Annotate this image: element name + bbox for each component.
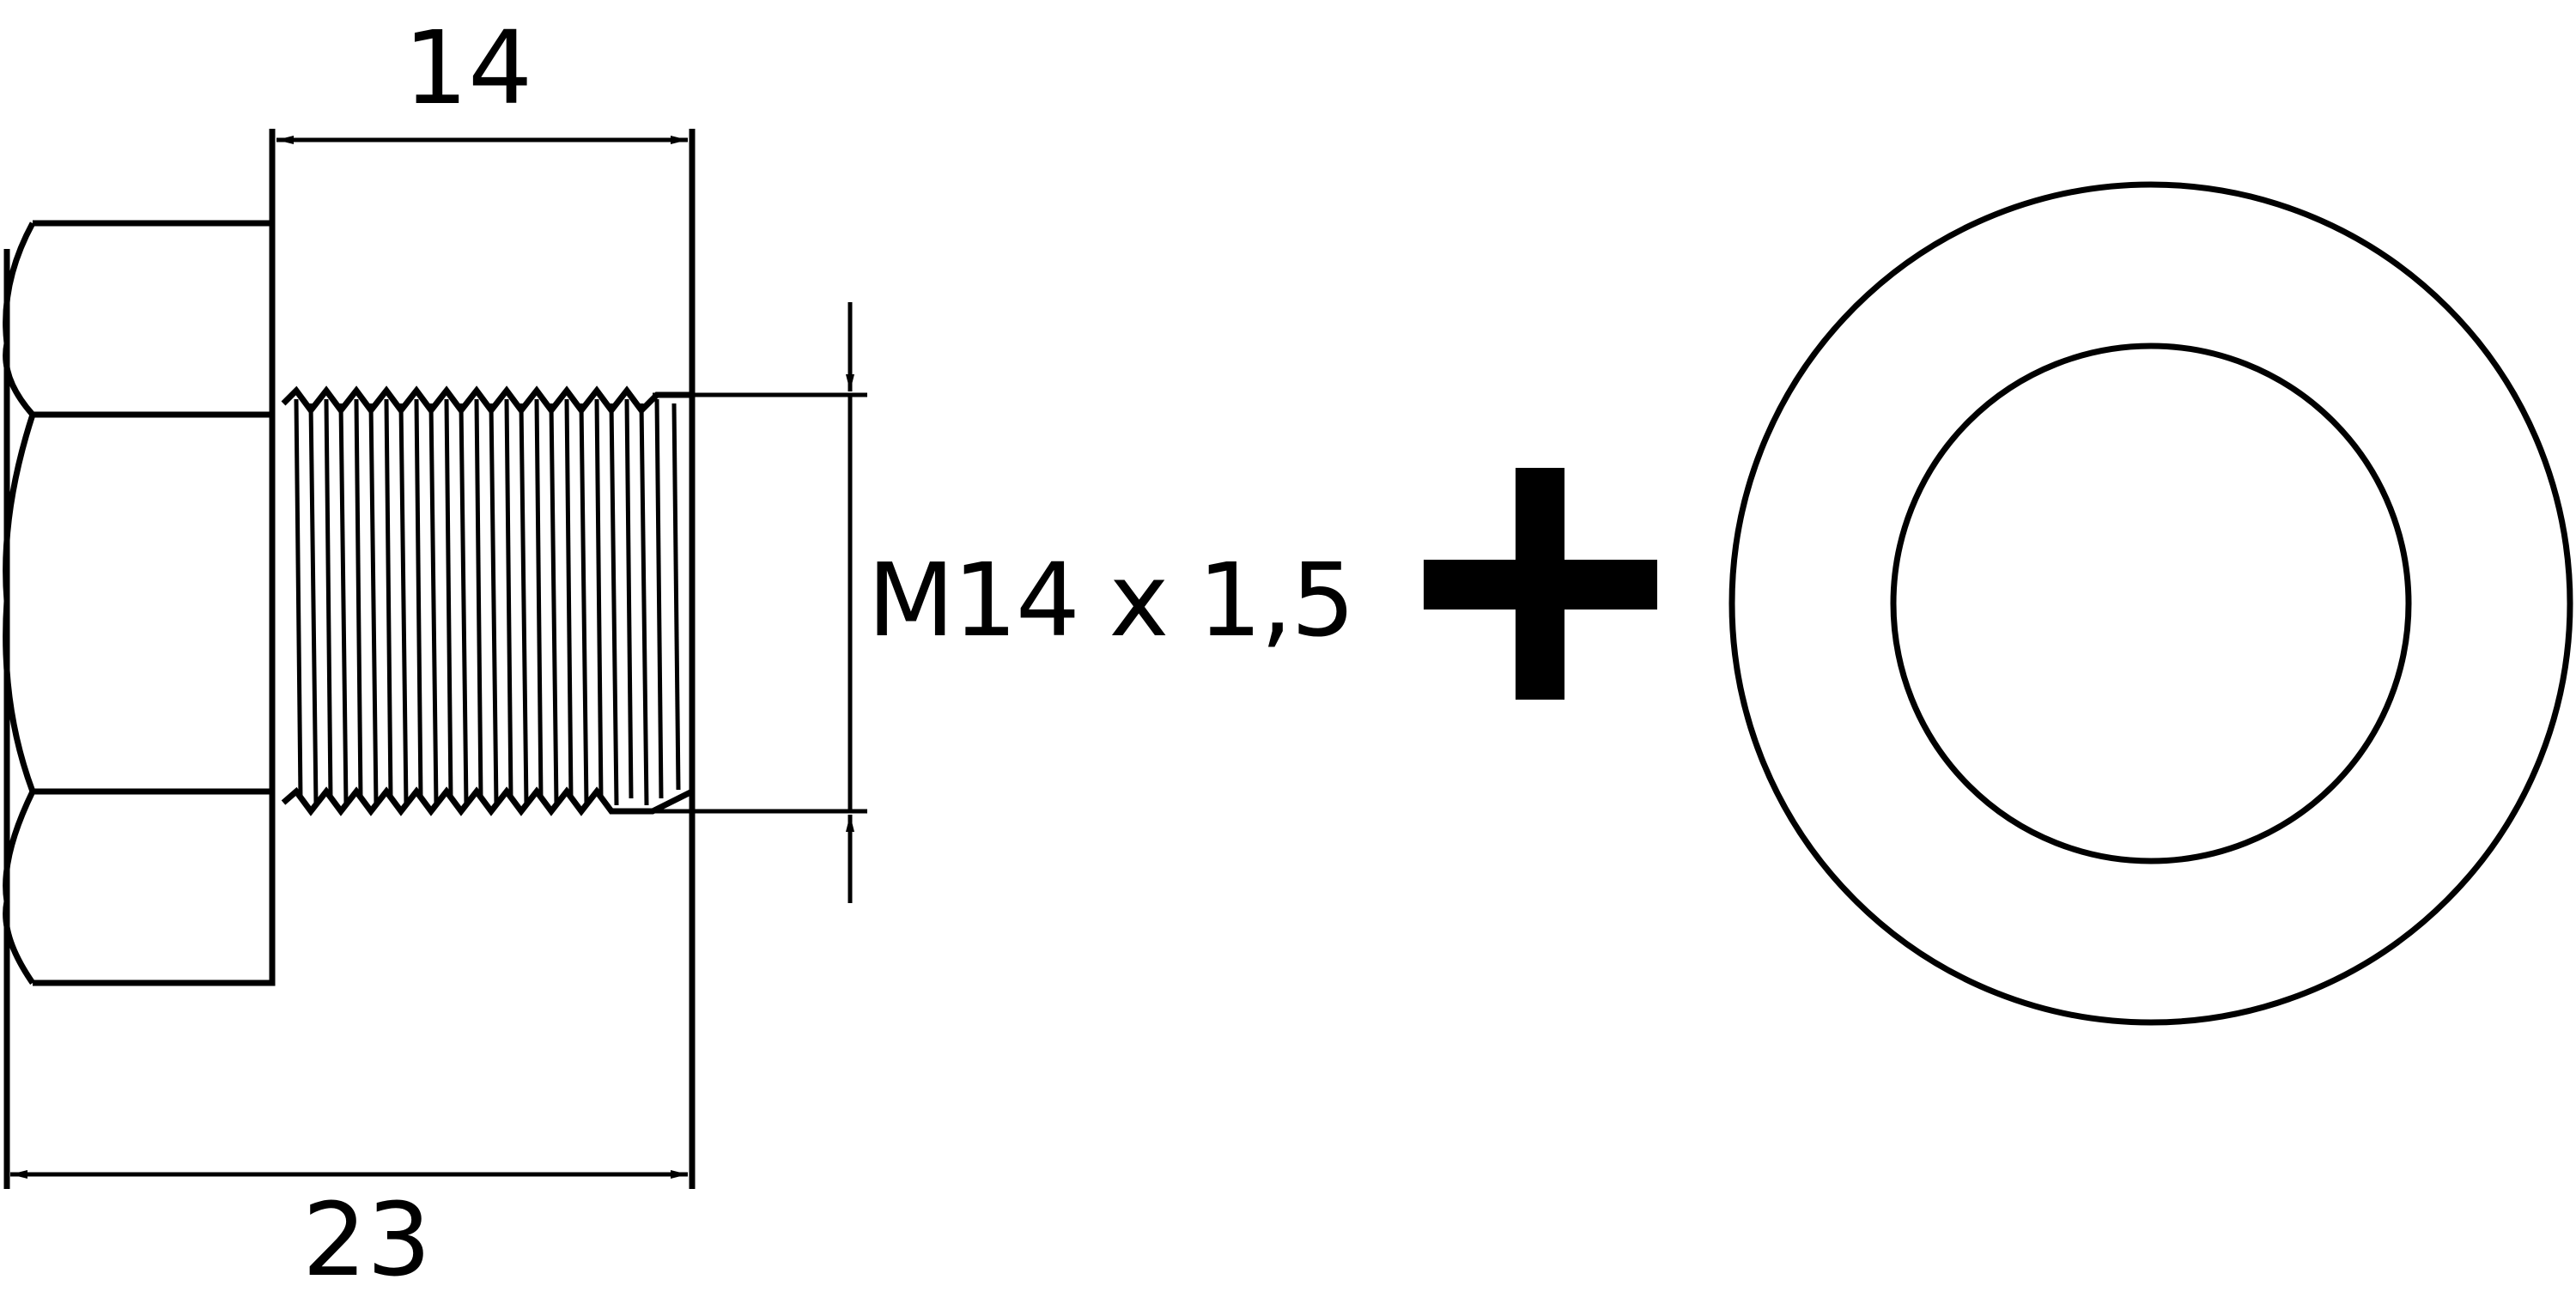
thread-spec-label: M14 x 1,5 bbox=[867, 541, 1355, 659]
dimension-label-14: 14 bbox=[404, 9, 533, 127]
dimension-thread bbox=[653, 302, 867, 903]
plus-icon bbox=[1424, 468, 1657, 700]
threaded-shank bbox=[269, 129, 696, 1189]
sealing-washer bbox=[1728, 181, 2573, 1026]
hex-head bbox=[3, 220, 276, 1189]
dimension-label-23: 23 bbox=[302, 1180, 432, 1299]
